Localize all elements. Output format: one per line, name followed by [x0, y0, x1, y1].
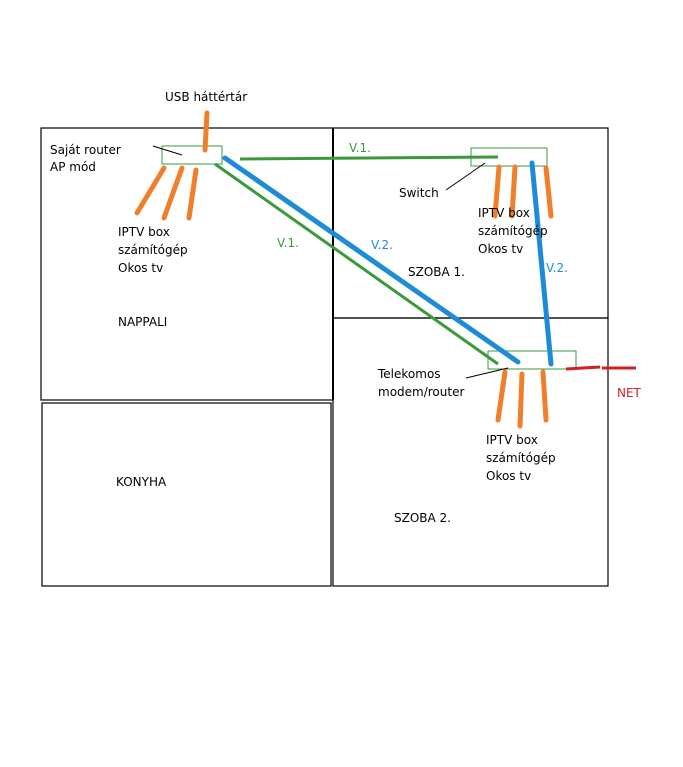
nappali-device-1: IPTV box	[118, 225, 170, 239]
own-router-box	[161, 145, 223, 165]
szoba2-device-1: IPTV box	[486, 433, 538, 447]
router-pointer	[152, 145, 183, 156]
room-szoba2	[332, 317, 609, 587]
v1-router-modem	[214, 162, 499, 366]
room-konyha	[41, 402, 332, 587]
szoba1-link-1	[492, 164, 502, 219]
v1-router-switch	[239, 155, 499, 161]
own-router-label-1: Saját router	[50, 143, 121, 157]
szoba1-device-3: Okos tv	[478, 242, 523, 256]
szoba2-link-1	[495, 369, 508, 423]
v2-label-diagonal: V.2.	[371, 238, 393, 252]
usb-storage-link	[202, 110, 210, 153]
szoba1-link-2	[509, 164, 518, 219]
modem-label-2: modem/router	[378, 385, 464, 399]
nappali-link-2	[161, 165, 185, 221]
walls	[40, 127, 609, 587]
v2-label-right: V.2.	[546, 261, 568, 275]
nappali-device-3: Okos tv	[118, 261, 163, 275]
device-links	[134, 110, 554, 429]
net-cable	[565, 365, 636, 371]
room-label-konyha: KONYHA	[116, 475, 167, 489]
usb-storage-label: USB háttértár	[165, 90, 247, 104]
v1-cables	[214, 155, 499, 366]
szoba1-link-3	[543, 165, 554, 219]
room-label-szoba1: SZOBA 1.	[408, 265, 465, 279]
v1-label-diagonal: V.1.	[277, 236, 299, 250]
room-label-nappali: NAPPALI	[118, 315, 167, 329]
szoba2-link-2	[517, 371, 525, 429]
switch-label: Switch	[399, 186, 439, 200]
szoba2-link-3	[540, 369, 549, 423]
szoba1-device-1: IPTV box	[478, 206, 530, 220]
v2-router-modem	[222, 155, 521, 365]
v1-label-top: V.1.	[349, 141, 371, 155]
szoba1-device-2: számítógép	[478, 224, 548, 238]
telekom-modem-box	[487, 350, 577, 370]
room-label-szoba2: SZOBA 2.	[394, 511, 451, 525]
modem-label-1: Telekomos	[377, 367, 441, 381]
switch-pointer	[445, 162, 486, 191]
pointer-lines	[152, 145, 509, 379]
v2-switch-modem	[529, 160, 554, 367]
own-router-label-2: AP mód	[50, 160, 96, 174]
nappali-link-3	[186, 167, 199, 221]
modem-pointer	[465, 367, 509, 379]
v2-cables	[222, 155, 554, 367]
nappali-link-1	[134, 165, 167, 216]
net-line-a	[565, 365, 601, 371]
net-label: NET	[617, 386, 642, 400]
nappali-device-2: számítógép	[118, 243, 188, 257]
szoba2-device-3: Okos tv	[486, 469, 531, 483]
szoba2-device-2: számítógép	[486, 451, 556, 465]
